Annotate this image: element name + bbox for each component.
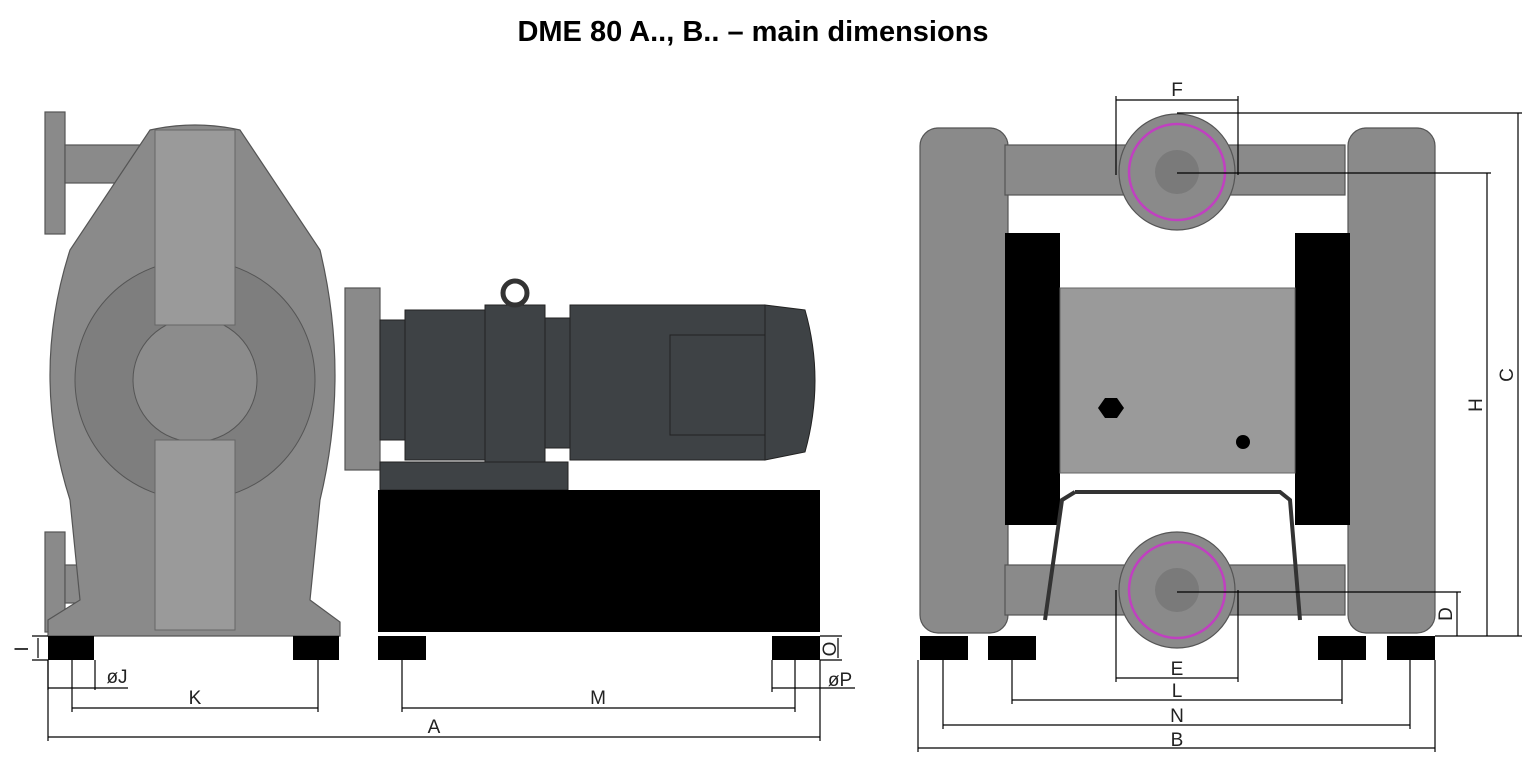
dimension-K: K (72, 660, 319, 712)
dimension-label-E: E (1171, 659, 1184, 680)
dimension-H: H (1177, 172, 1491, 636)
dimension-label-A: A (428, 717, 441, 738)
dimension-E: E (1115, 590, 1239, 682)
dimension-J: øJ (47, 660, 128, 712)
dimension-O: O (820, 635, 842, 661)
dimension-label-B: B (1171, 730, 1184, 751)
page-title: DME 80 A.., B.. – main dimensions (517, 16, 989, 48)
front-view-pump (919, 113, 1436, 660)
dimension-M: M (401, 660, 796, 712)
dimension-label-K: K (189, 688, 202, 709)
dimension-B: B (917, 660, 1436, 752)
dimension-label-I: I (12, 646, 33, 651)
dimension-label-O: O (820, 642, 841, 657)
dimension-N: N (942, 660, 1411, 729)
side-view-pump (44, 111, 381, 637)
dimension-label-H: H (1466, 398, 1487, 412)
dimension-label-M: M (590, 688, 606, 709)
dimension-label-C: C (1497, 368, 1518, 382)
dimension-C: C (1177, 112, 1522, 637)
dimension-label-D: D (1436, 607, 1457, 621)
dimension-I: I (12, 635, 48, 661)
dimension-label-N: N (1170, 706, 1184, 727)
side-view-base-frame (48, 490, 820, 660)
dimension-D: D (1177, 591, 1461, 636)
dimension-A: A (47, 660, 821, 741)
dimension-P: øP (771, 660, 855, 692)
dimension-label-P: øP (828, 670, 852, 691)
dimension-label-J: øJ (106, 667, 127, 688)
side-view-motor (379, 278, 816, 491)
dimension-label-L: L (1172, 681, 1183, 702)
dimension-F: F (1115, 80, 1239, 175)
dimension-label-F: F (1171, 80, 1183, 101)
dimension-L: L (1011, 660, 1343, 704)
